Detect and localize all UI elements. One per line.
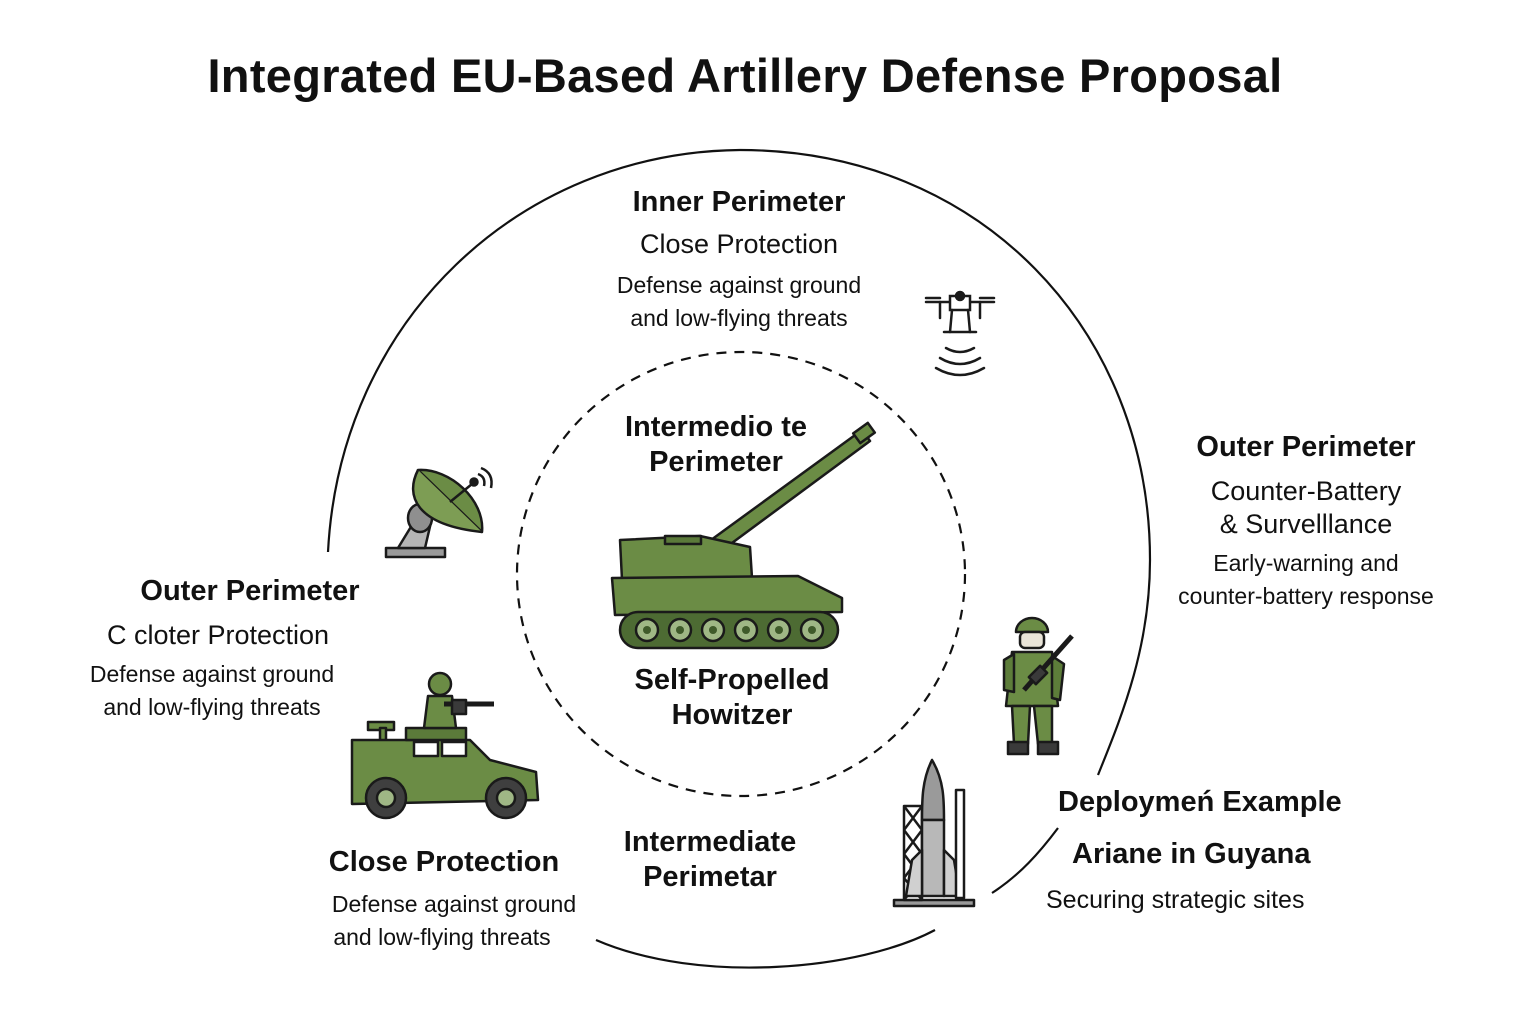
howitzer-label-line2: Howitzer (671, 699, 793, 731)
outer-right-subheading-line1: Counter-Battery (1210, 476, 1402, 506)
drone-icon (924, 290, 996, 377)
inner-perimeter-subheading: Close Protection (639, 229, 839, 259)
armored-vehicle-icon (350, 671, 540, 820)
howitzer-label-line1: Self-Propelled (634, 664, 830, 696)
rocket-launch-icon (892, 758, 976, 908)
outer-perimeter-ring (326, 148, 1152, 969)
intermediate-bottom-line1: Intermediate (623, 826, 797, 858)
close-protection-heading: Close Protection (328, 846, 560, 878)
center-label-line2: Perimeter (649, 446, 783, 478)
close-protection-description-line2: and low-flying threats (333, 924, 551, 950)
close-protection-bottom-block: Close Protection Defense against ground … (326, 848, 576, 949)
close-protection-description-line1: Defense against ground (331, 891, 577, 917)
outer-left-heading: Outer Perimeter (140, 575, 360, 607)
howitzer-icon (610, 421, 877, 650)
inner-perimeter-heading: Inner Perimeter (632, 186, 846, 218)
page-title: Integrated EU-Based Artillery Defense Pr… (207, 49, 1283, 102)
radar-dish-icon (384, 466, 493, 559)
outer-left-description-line1: Defense against ground (89, 661, 335, 687)
outer-right-description-line2: counter-battery response (1178, 583, 1434, 609)
deployment-heading: Deploymeń Example (1058, 786, 1342, 818)
intermediate-perimeter-ring (515, 350, 967, 798)
outer-right-description-line1: Early-warning and (1213, 550, 1399, 576)
inner-perimeter-description-line2: and low-flying threats (630, 305, 848, 331)
outer-left-subheading: C cloter Protection (106, 620, 330, 650)
deployment-description: Securing strategic sites (1046, 886, 1305, 914)
outer-right-heading: Outer Perimeter (1196, 431, 1416, 463)
howitzer-label: Self-Propelled Howitzer (635, 666, 830, 730)
intermediate-bottom-label: Intermediate Perimetar (624, 828, 796, 892)
outer-left-description-line2: and low-flying threats (103, 694, 321, 720)
inner-perimeter-description-line1: Defense against ground (616, 272, 862, 298)
outer-right-subheading-line2: & Survelllance (1219, 509, 1393, 539)
center-perimeter-label: Intermedio te Perimeter (625, 413, 807, 477)
intermediate-bottom-line2: Perimetar (643, 861, 777, 893)
deployment-subheading: Ariane in Guyana (1072, 838, 1311, 870)
center-label-line1: Intermedio te (624, 411, 808, 443)
soldier-icon (1002, 616, 1074, 756)
outer-perimeter-left-block: Outer Perimeter C cloter Protection Defe… (90, 577, 360, 719)
outer-perimeter-right-block: Outer Perimeter Counter-Battery & Survel… (1178, 433, 1434, 608)
inner-perimeter-block: Inner Perimeter Close Protection Defense… (617, 188, 861, 330)
